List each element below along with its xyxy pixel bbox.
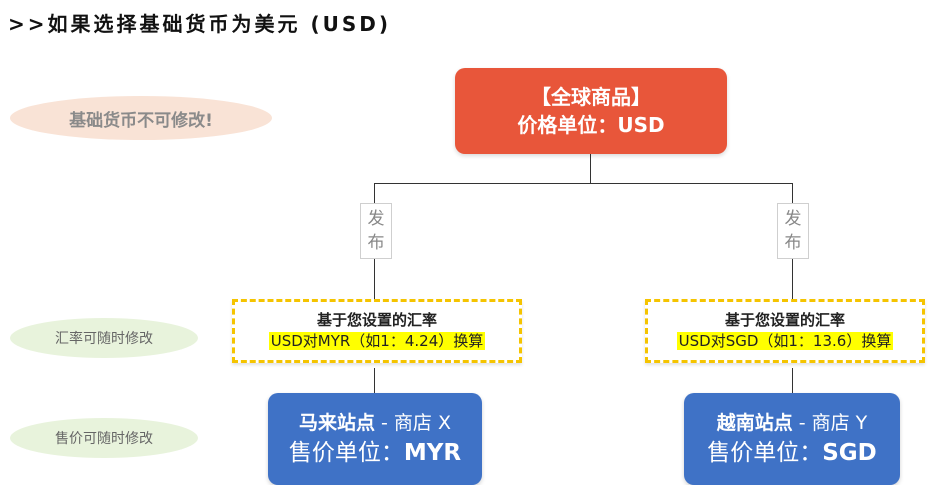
- publish-tag-char: 布: [784, 233, 802, 253]
- rate-box-sgd: 基于您设置的汇率 USD对SGD（如1：13.6）换算: [645, 299, 925, 363]
- base-currency-note: 基础货币不可修改!: [10, 96, 272, 140]
- price-note: 售价可随时修改: [10, 418, 198, 458]
- page-title: >>如果选择基础货币为美元 (USD): [8, 12, 392, 36]
- publish-tag-left: 发 布: [360, 203, 392, 259]
- connector-root: [590, 154, 591, 184]
- connector-left-lower: [374, 368, 375, 394]
- global-product-title: 【全球商品】: [531, 85, 651, 109]
- store-site: 马来站点: [298, 412, 375, 434]
- connector-horizontal: [374, 183, 793, 184]
- publish-tag-char: 布: [367, 233, 385, 253]
- store-node-y: 越南站点 - 商店 Y 售价单位：SGD: [684, 393, 900, 485]
- publish-tag-right: 发 布: [777, 203, 809, 259]
- global-product-unit: 价格单位：USD: [517, 113, 665, 137]
- price-unit: MYR: [403, 440, 462, 466]
- rate-box-heading: 基于您设置的汇率: [724, 311, 845, 329]
- store-node-x: 马来站点 - 商店 X 售价单位：MYR: [268, 393, 482, 485]
- price-unit: SGD: [822, 440, 877, 466]
- connector-right-lower: [792, 368, 793, 394]
- price-label: 售价单位：: [707, 440, 823, 466]
- rate-note: 汇率可随时修改: [10, 318, 198, 358]
- store-name: - 商店 X: [375, 412, 451, 434]
- store-name: - 商店 Y: [792, 412, 868, 434]
- rate-box-formula: USD对MYR（如1：4.24）换算: [268, 332, 486, 350]
- rate-box-heading: 基于您设置的汇率: [316, 311, 437, 329]
- rate-box-formula: USD对SGD（如1：13.6）换算: [676, 332, 894, 350]
- price-label: 售价单位：: [288, 440, 404, 466]
- publish-tag-char: 发: [367, 209, 385, 229]
- publish-tag-char: 发: [784, 209, 802, 229]
- rate-box-myr: 基于您设置的汇率 USD对MYR（如1：4.24）换算: [232, 299, 522, 363]
- store-site: 越南站点: [716, 412, 793, 434]
- global-product-node: 【全球商品】 价格单位：USD: [455, 68, 727, 154]
